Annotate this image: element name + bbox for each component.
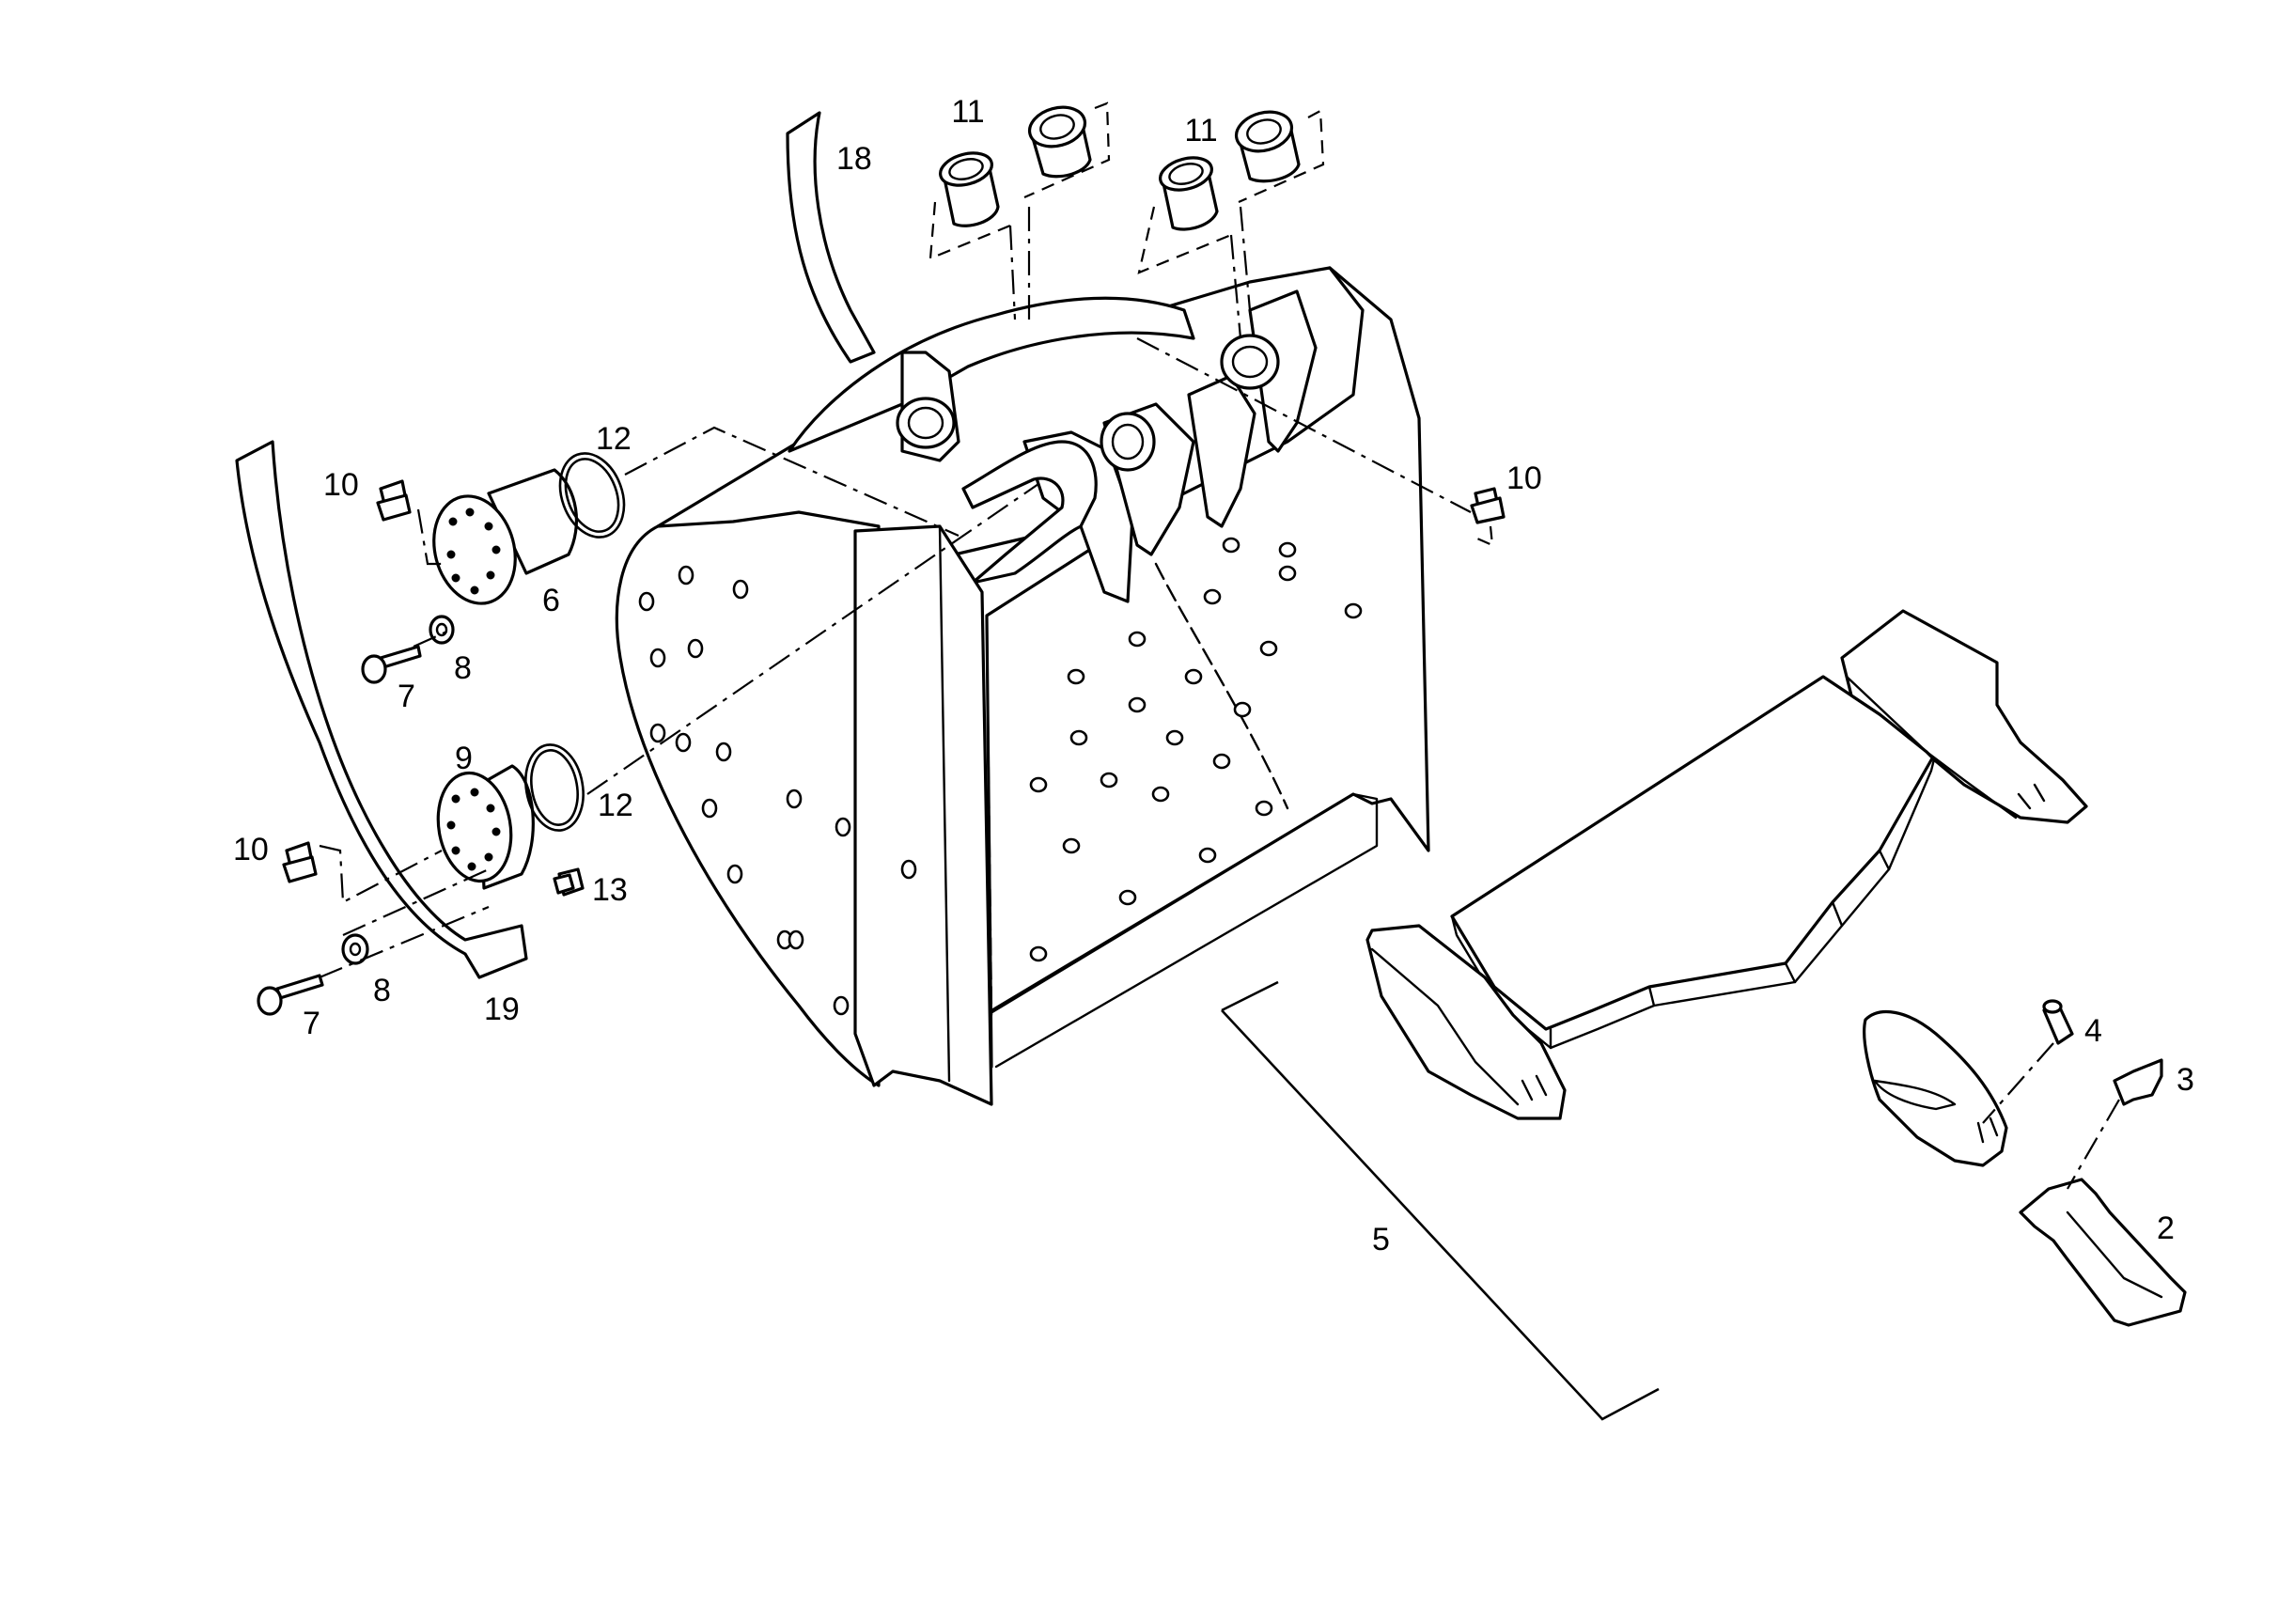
screw-13	[553, 867, 585, 897]
callout-7a: 7	[398, 679, 415, 714]
callout-3: 3	[2177, 1062, 2194, 1098]
o-ring-12-lower	[524, 743, 585, 832]
side-cutter-19	[235, 440, 528, 979]
tooth-point	[1863, 1010, 2008, 1167]
cap-9	[436, 764, 535, 890]
washer-8-lower	[341, 933, 369, 965]
fork-arm	[961, 440, 1098, 585]
grease-nipple-10-upper	[376, 479, 412, 522]
callout-12a: 12	[596, 421, 632, 457]
side-plate-holes	[638, 565, 917, 1016]
bucket-body	[615, 266, 1430, 1106]
bucket-bushing-3	[1220, 334, 1280, 390]
cutting-edge-5	[1221, 609, 2088, 1421]
tooth-assembly	[1863, 999, 2187, 1327]
callout-18: 18	[836, 141, 872, 177]
cutting-edge-plate	[1450, 675, 1938, 1031]
callout-9: 9	[455, 741, 473, 776]
o-ring-12-upper	[558, 452, 626, 539]
callout-7b: 7	[303, 1006, 320, 1041]
side-cutter-18	[786, 111, 876, 364]
callout-10c: 10	[233, 832, 269, 867]
callout-8a: 8	[454, 650, 472, 686]
bucket-front-edge-plate	[853, 524, 993, 1106]
callout-4: 4	[2084, 1013, 2102, 1049]
callout-12b: 12	[598, 788, 633, 823]
bolt-7-lower	[257, 974, 324, 1016]
callout-labels: 11 11 18 12 12 10 10 10 6 7 7 8 8 9 13 1…	[233, 94, 2194, 1257]
group-line-5	[1221, 980, 1279, 1012]
bucket-bushing-2	[1100, 412, 1156, 472]
grease-nipple-10-right	[1470, 487, 1506, 547]
callout-5: 5	[1372, 1222, 1390, 1257]
back-plate-holes	[1029, 537, 1363, 962]
washer-8-upper	[429, 615, 455, 645]
grease-nipple-10-lower	[282, 841, 318, 883]
bucket-bushing-1	[896, 397, 956, 449]
callout-19: 19	[484, 992, 520, 1027]
bucket-side-plate-left	[615, 510, 881, 1087]
callout-11b: 11	[1184, 113, 1217, 148]
callout-10a: 10	[323, 467, 359, 503]
callout-10b: 10	[1506, 461, 1542, 496]
corner-adapter-right	[1840, 609, 2088, 824]
bushings-11	[928, 102, 1325, 339]
callout-11a: 11	[951, 94, 984, 130]
pin-assembly-6	[432, 468, 579, 605]
corner-adapter-left	[1365, 924, 1567, 1120]
callout-2: 2	[2157, 1210, 2175, 1246]
callout-6: 6	[542, 583, 560, 618]
callout-8b: 8	[373, 973, 391, 1008]
callout-13: 13	[592, 872, 628, 908]
retainer-lock-3	[2113, 1058, 2163, 1106]
bolt-7-upper	[361, 645, 422, 684]
